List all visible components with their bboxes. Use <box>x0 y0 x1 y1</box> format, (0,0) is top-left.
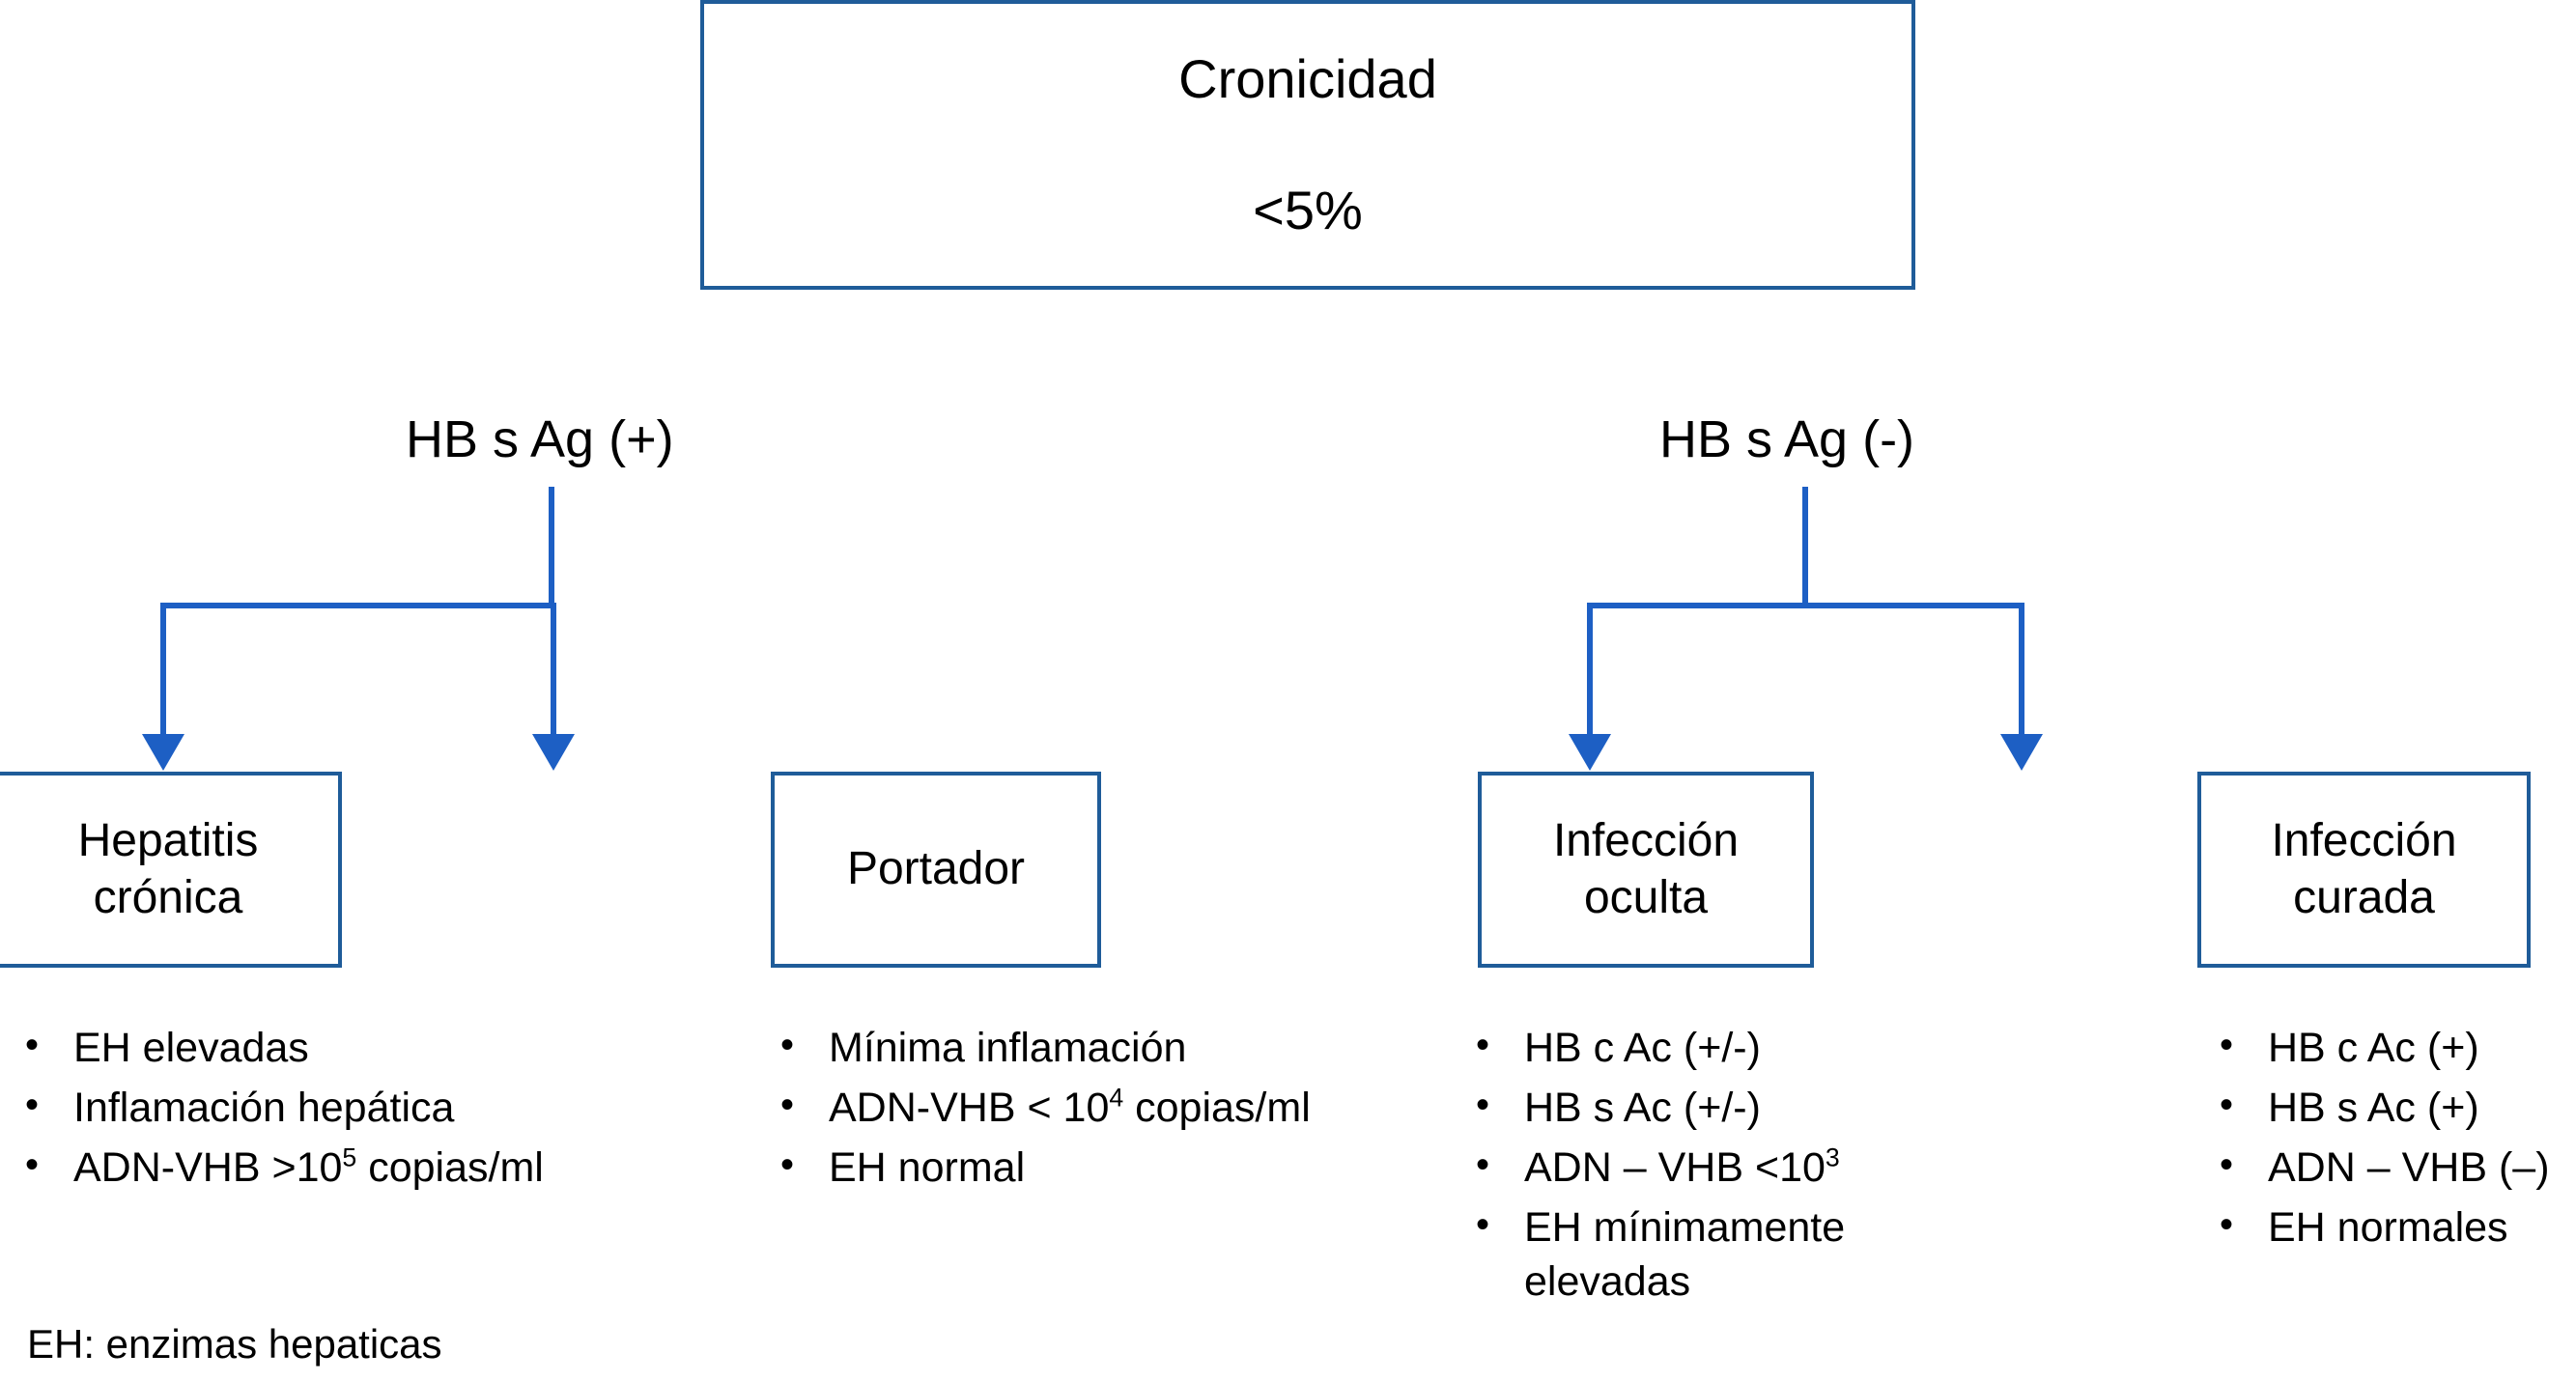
node-cronicidad-label: Cronicidad <5% <box>1178 0 1437 310</box>
list-item-text: ADN-VHB < 10 <box>829 1084 1110 1131</box>
list-item: EH elevadas <box>17 1020 684 1076</box>
list-item: EH normales <box>2212 1199 2576 1255</box>
bullet-list-portador: Mínima inflamaciónADN-VHB < 104 copias/m… <box>773 1020 1449 1201</box>
list-item-text: EH normales <box>2268 1203 2508 1251</box>
list-item-text: Mínima inflamación <box>829 1025 1187 1071</box>
node-hepatitis-cronica: Hepatitis crónica <box>0 772 342 968</box>
connector-stem-left <box>549 487 554 608</box>
arrowhead-curada-icon <box>2000 734 2043 771</box>
node-cronicidad-line2: <5% <box>1253 180 1363 241</box>
list-item: HB c Ac (+) <box>2212 1020 2576 1076</box>
connector-drop-curada <box>2019 603 2024 736</box>
branch-label-hbsag-negative: HB s Ag (-) <box>1659 410 1915 468</box>
list-item: ADN-VHB >105 copias/ml <box>17 1140 684 1196</box>
list-item-text-suffix: copias/ml <box>356 1143 544 1191</box>
node-infeccion-oculta-label: Infección oculta <box>1552 814 1740 923</box>
list-item-text: EH normal <box>829 1143 1026 1191</box>
bullet-list-infeccion-oculta: HB c Ac (+/-) HB s Ac (+/-) ADN – VHB <103… <box>1468 1020 1990 1314</box>
node-cronicidad-line1: Cronicidad <box>1178 47 1437 109</box>
list-item: ADN-VHB < 104 copias/ml <box>773 1080 1449 1136</box>
list-item-text: ADN-VHB >10 <box>73 1143 343 1191</box>
connector-stem-right <box>1802 487 1808 608</box>
list-item-exponent: 4 <box>1109 1083 1124 1113</box>
list-item: Inflamación hepática <box>17 1080 684 1136</box>
list-item-text: HB s Ac (+/-) <box>1524 1084 1761 1131</box>
node-portador-label: Portador <box>846 843 1026 895</box>
list-item-text: Inflamación hepática <box>73 1084 455 1131</box>
list-item: EH mínimamente elevadas <box>1468 1199 1990 1310</box>
node-cronicidad: Cronicidad <5% <box>700 0 1915 290</box>
node-infeccion-curada-label: Infección curada <box>2271 814 2457 923</box>
list-item-text-suffix: copias/ml <box>1123 1084 1311 1131</box>
connector-bar-left <box>160 603 556 608</box>
list-item-text: HB s Ac (+) <box>2268 1084 2479 1131</box>
connector-drop-hepatitis <box>160 603 166 736</box>
list-item-text: ADN – VHB <10 <box>1524 1143 1826 1191</box>
arrowhead-hepatitis-icon <box>142 734 184 771</box>
list-item: EH normal <box>773 1140 1449 1196</box>
list-item: Mínima inflamación <box>773 1020 1449 1076</box>
list-item: HB s Ac (+/-) <box>1468 1080 1990 1136</box>
list-item: ADN – VHB <103 <box>1468 1140 1990 1196</box>
bullet-list-hepatitis-cronica: EH elevadasInflamación hepáticaADN-VHB >… <box>17 1020 684 1201</box>
connector-bar-right <box>1587 603 2024 608</box>
connector-drop-portador <box>551 603 556 736</box>
list-item: ADN – VHB (–) <box>2212 1140 2576 1196</box>
bullet-list-infeccion-curada: HB c Ac (+) HB s Ac (+) ADN – VHB (–) EH no… <box>2212 1020 2576 1261</box>
branch-label-hbsag-positive: HB s Ag (+) <box>406 410 674 468</box>
list-item: HB c Ac (+/-) <box>1468 1020 1990 1076</box>
list-item-text: EH elevadas <box>73 1025 309 1071</box>
list-item-text: EH mínimamente elevadas <box>1524 1203 1846 1305</box>
node-portador: Portador <box>771 772 1101 968</box>
list-item-text: HB c Ac (+) <box>2268 1025 2479 1071</box>
footnote-legend: EH: enzimas hepaticas <box>27 1321 442 1367</box>
list-item: HB s Ac (+) <box>2212 1080 2576 1136</box>
list-item-exponent: 5 <box>342 1142 357 1172</box>
arrowhead-oculta-icon <box>1569 734 1611 771</box>
node-infeccion-curada: Infección curada <box>2197 772 2531 968</box>
node-hepatitis-cronica-label: Hepatitis crónica <box>77 814 259 923</box>
list-item-text: ADN – VHB (–) <box>2268 1143 2550 1191</box>
arrowhead-portador-icon <box>532 734 575 771</box>
connector-drop-oculta <box>1587 603 1593 736</box>
list-item-text: HB c Ac (+/-) <box>1524 1025 1761 1071</box>
list-item-exponent: 3 <box>1825 1142 1840 1172</box>
node-infeccion-oculta: Infección oculta <box>1478 772 1814 968</box>
